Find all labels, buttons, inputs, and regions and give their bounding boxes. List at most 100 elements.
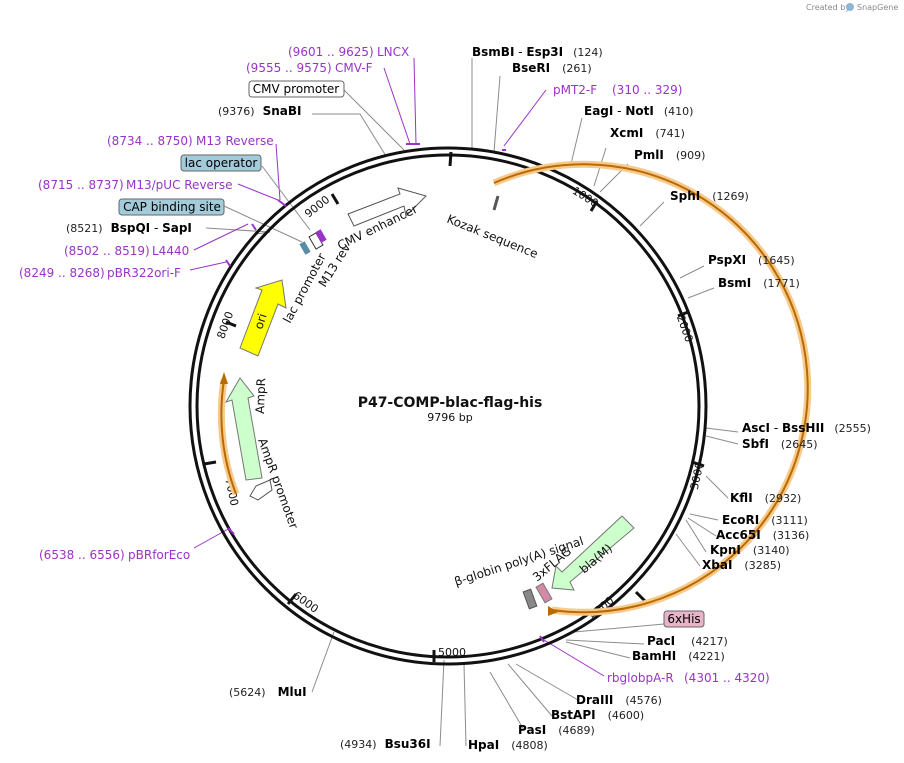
enzyme-bsmi-pos: (1771)	[763, 277, 800, 290]
enzyme-ecori: EcoRI	[722, 513, 759, 527]
primer-pmt2f-range: (310 .. 329)	[612, 83, 682, 97]
primer-rbglob-name: rbglobpA-R	[607, 671, 674, 685]
svg-text:HpaI(4808): HpaI (4808)	[468, 738, 548, 752]
primer-l4440-range: (8502 .. 8519)	[64, 244, 150, 258]
enzyme-xcmi-pos: (741)	[655, 127, 685, 140]
enzyme-xbai-pos: (3285)	[744, 559, 781, 572]
box-cmv-promoter: CMV promoter	[248, 80, 345, 98]
primer-l4440-name: L4440	[152, 244, 189, 258]
enzyme-labels: BsmBI - Esp3I(124) BseRI(261) EagI - Not…	[66, 45, 871, 752]
primer-pmt2f-name: pMT2-F	[553, 83, 597, 97]
enzyme-leader-lines	[205, 58, 739, 747]
enzyme-eagi-pos: (410)	[664, 105, 694, 118]
primer-pbr322-name: pBR322ori-F	[107, 266, 181, 280]
svg-text:XbaI(3285): XbaI (3285)	[702, 558, 781, 572]
primer-marks	[225, 143, 545, 643]
primer-m13rev-range: (8734 .. 8750)	[107, 134, 193, 148]
enzyme-esp3i: Esp3I	[526, 45, 563, 59]
enzyme-bsmi: BsmI	[718, 276, 751, 290]
svg-text:lac operator: lac operator	[185, 156, 258, 170]
enzyme-bseri-pos: (261)	[562, 62, 592, 75]
enzyme-hpai-pos: (4808)	[511, 739, 548, 752]
label-kozak: Kozak sequence	[445, 212, 540, 261]
primer-cmvf-name: CMV-F	[335, 61, 373, 75]
primer-pbrfor-range: (6538 .. 6556)	[39, 548, 125, 562]
enzyme-sbfi-pos: (2645)	[781, 438, 818, 451]
backbone-inner	[195, 153, 701, 659]
box-lac-operator: lac operator	[180, 154, 262, 172]
cmv-enhancer-arrow	[347, 187, 427, 227]
box-6xhis: 6xHis	[663, 610, 705, 628]
primer-lncx-name: LNCX	[377, 45, 409, 59]
svg-text:EcoRI(3111): EcoRI(3111)	[722, 513, 808, 527]
svg-text:BsmBI - Esp3I(124): BsmBI - Esp3I(124)	[472, 45, 603, 59]
tick-5000: 5000	[438, 646, 466, 659]
polya-mark	[522, 588, 538, 610]
svg-text:DraIII(4576): DraIII(4576)	[576, 693, 662, 707]
svg-text:BstAPI(4600): BstAPI(4600)	[551, 708, 644, 722]
svg-text:SbfI(2645): SbfI (2645)	[742, 437, 818, 451]
enzyme-bsshii: BssHII	[782, 421, 824, 435]
primer-pbrfor-name: pBRforEco	[128, 548, 190, 562]
enzyme-kpni: KpnI	[710, 543, 741, 557]
enzyme-pspxi-pos: (1645)	[758, 254, 795, 267]
enzyme-noti: NotI	[625, 104, 654, 118]
enzyme-bsu36i-pos: (4934)	[340, 738, 377, 751]
ori-arrow	[239, 279, 287, 357]
m13rev-mark	[315, 229, 327, 243]
svg-text:KflI(2932): KflI (2932)	[730, 491, 801, 505]
primer-m13rev-name: M13 Reverse	[196, 134, 274, 148]
svg-text:Acc65I(3136): Acc65I(3136)	[716, 528, 809, 542]
enzyme-snabi-pos: (9376)	[218, 105, 255, 118]
enzyme-bamhi-pos: (4221)	[688, 650, 725, 663]
svg-text:(5624)MluI: (5624)MluI	[229, 685, 307, 699]
svg-text:SphI(1269): SphI(1269)	[670, 189, 749, 203]
flag-mark	[535, 582, 553, 604]
svg-text:PacI(4217): PacI(4217)	[647, 634, 728, 648]
svg-text:BseRI(261): BseRI (261)	[512, 61, 592, 75]
enzyme-sphi: SphI	[670, 189, 700, 203]
enzyme-pasi: PasI	[518, 723, 546, 737]
primer-labels: (9601 .. 9625) LNCX (9555 .. 9575) CMV-F…	[19, 45, 770, 685]
enzyme-asci-pos: (2555)	[834, 422, 871, 435]
credit-created-by: Created by	[806, 3, 850, 12]
label-ori: ori	[252, 312, 270, 331]
enzyme-kpni-pos: (3140)	[753, 544, 790, 557]
enzyme-kfli: KflI	[730, 491, 753, 505]
label-ampr: AmpR	[253, 378, 268, 414]
orf-left-arc	[220, 379, 237, 495]
ampr-promoter-arrow	[249, 479, 273, 501]
orf-arc	[493, 163, 809, 614]
enzyme-eagi: EagI	[584, 104, 613, 118]
plasmid-name: P47-COMP-blac-flag-his	[358, 395, 543, 411]
enzyme-hpai: HpaI	[468, 738, 499, 752]
primer-cmvf-range: (9555 .. 9575)	[246, 61, 332, 75]
enzyme-sbfi: SbfI	[742, 437, 769, 451]
enzyme-kfli-pos: (2932)	[765, 492, 802, 505]
primer-m13puc-name: M13/pUC Reverse	[126, 178, 233, 192]
snapgene-credit: Created by SnapGene	[806, 3, 898, 12]
svg-text:PspXI(1645): PspXI(1645)	[708, 253, 795, 267]
svg-text:(4934)Bsu36I: (4934) Bsu36I	[340, 737, 431, 751]
enzyme-draiii: DraIII	[576, 693, 613, 707]
primer-leader-lines	[189, 57, 605, 677]
enzyme-asci: AscI	[742, 421, 770, 435]
snapgene-logo-icon	[846, 3, 854, 11]
lac-region-features	[299, 229, 327, 255]
enzyme-mlui-pos: (5624)	[229, 686, 266, 699]
enzyme-pmli-pos: (909)	[676, 149, 706, 162]
svg-text:CAP binding site: CAP binding site	[123, 200, 221, 214]
plasmid-size: 9796 bp	[427, 411, 472, 424]
svg-text:AscI - BssHII(2555): AscI - BssHII(2555)	[742, 421, 871, 435]
enzyme-bseri: BseRI	[512, 61, 550, 75]
enzyme-bsu36i: Bsu36I	[385, 737, 431, 751]
tick-3000: 3000	[688, 461, 707, 491]
enzyme-xbai: XbaI	[702, 558, 732, 572]
enzyme-bstapi-pos: (4600)	[608, 709, 645, 722]
enzyme-snabi: SnaBI	[263, 104, 302, 118]
ampr-arrow	[224, 377, 263, 481]
enzyme-pasi-pos: (4689)	[558, 724, 595, 737]
svg-text:CMV promoter: CMV promoter	[253, 82, 340, 96]
enzyme-bsmbi-pos: (124)	[573, 46, 603, 59]
